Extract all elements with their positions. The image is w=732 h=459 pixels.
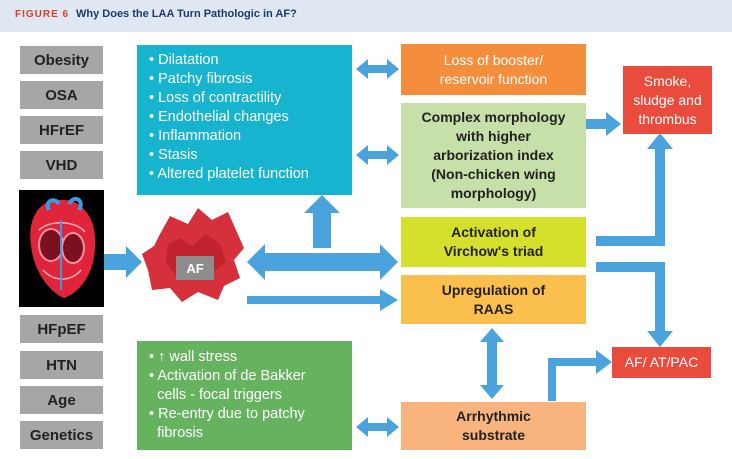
structural-change-item: Inflammation	[158, 128, 242, 144]
loss-booster-line: reservoir function	[439, 70, 548, 87]
electrical-changes-box: • ↑ wall stress • Activation of de Bakke…	[137, 341, 352, 450]
complex-morphology-line: arborization index	[433, 147, 554, 163]
risk-factor-hfref: HFrEF	[20, 116, 103, 144]
arrow-af-virchow	[247, 244, 398, 280]
arrow-af-to-structural	[304, 195, 340, 248]
raas-line: Upregulation of	[441, 281, 546, 298]
structural-change-item: Patchy fibrosis	[158, 71, 253, 87]
figure-title: Why Does the LAA Turn Pathologic in AF?	[76, 8, 297, 20]
electrical-change-item: Re-entry due to patchy	[158, 406, 305, 422]
risk-factor-obesity: Obesity	[20, 46, 103, 74]
structural-change-item: Loss of contractility	[158, 90, 282, 106]
arrow-heart-to-af	[104, 246, 142, 278]
electrical-change-item: fibrosis	[157, 425, 203, 441]
arrow-af-to-raas	[247, 289, 398, 311]
complex-morphology-line: morphology)	[450, 185, 537, 201]
risk-factor-age: Age	[20, 386, 103, 414]
complex-morphology-box: Complex morphology with higher arborizat…	[401, 103, 586, 208]
arrhythmic-line: Arrhythmic	[456, 408, 531, 424]
arrow-structural-complex-morphology	[356, 145, 399, 165]
figure-header: FIGURE 6 Why Does the LAA Turn Pathologi…	[0, 0, 732, 32]
arrow-electrical-arrhythmic	[356, 417, 399, 437]
figure-label: FIGURE 6	[15, 9, 70, 20]
arrow-virchow-to-thrombus	[596, 133, 673, 246]
arrow-raas-arrhythmic	[480, 328, 504, 399]
risk-factor-osa: OSA	[20, 81, 103, 109]
electrical-change-item: cells - focal triggers	[157, 387, 282, 403]
raas-line: RAAS	[473, 300, 514, 317]
heart-illustration	[19, 190, 104, 307]
complex-morphology-line: with higher	[456, 128, 531, 144]
risk-factor-htn: HTN	[20, 351, 103, 379]
thrombus-box: Smoke, sludge and thrombus	[623, 66, 712, 134]
complex-morphology-line: (Non-chicken wing	[431, 166, 556, 182]
electrical-change-item: ↑ wall stress	[158, 349, 238, 365]
risk-factor-hfpef: HFpEF	[20, 315, 103, 343]
structural-changes-box: • Dilatation • Patchy fibrosis • Loss of…	[137, 45, 352, 195]
structural-change-item: Stasis	[158, 147, 198, 163]
electrical-change-item: Activation of de Bakker	[157, 368, 306, 384]
arrow-arrhythmic-to-af-at-pac	[548, 350, 612, 401]
thrombus-line: Smoke,	[643, 72, 692, 89]
structural-change-item: Dilatation	[158, 52, 219, 68]
arrow-structural-loss-booster	[356, 59, 399, 79]
virchow-line: Virchow's triad	[443, 243, 544, 259]
arrow-morphology-to-thrombus	[586, 112, 621, 136]
thrombus-line: thrombus	[638, 110, 697, 127]
raas-box: Upregulation of RAAS	[401, 275, 586, 324]
structural-change-item: Altered platelet function	[157, 166, 309, 182]
structural-change-item: Endothelial changes	[158, 109, 289, 125]
loss-booster-line: Loss of booster/	[443, 51, 544, 68]
virchow-box: Activation of Virchow's triad	[401, 217, 586, 267]
af-at-pac-box: AF/ AT/PAC	[612, 347, 711, 378]
af-label: AF	[176, 256, 214, 280]
arrow-raas-to-af-at-pac	[596, 262, 673, 347]
virchow-line: Activation of	[451, 224, 536, 240]
loss-booster-box: Loss of booster/ reservoir function	[401, 44, 586, 95]
thrombus-line: sludge and	[633, 91, 702, 108]
arrhythmic-substrate-box: Arrhythmic substrate	[401, 402, 586, 450]
risk-factor-vhd: VHD	[20, 151, 103, 179]
arrhythmic-line: substrate	[461, 427, 526, 443]
risk-factor-genetics: Genetics	[20, 421, 103, 449]
complex-morphology-line: Complex morphology	[421, 109, 566, 125]
